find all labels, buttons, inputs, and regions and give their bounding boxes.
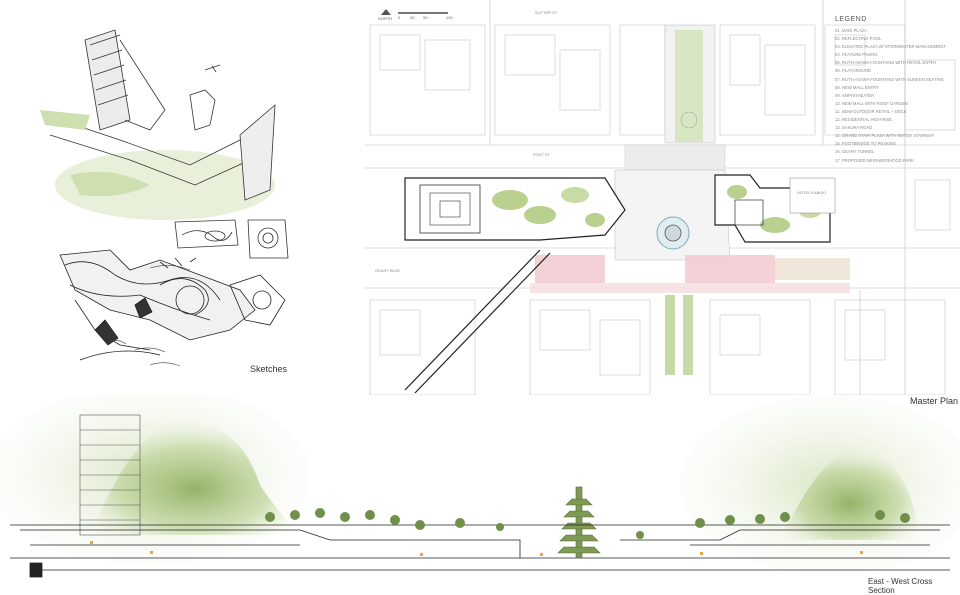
east-mountain [780,448,920,540]
legend-item: 08. NEW MALL ENTRY [835,84,879,90]
scale-bar-graphic [381,9,448,15]
legend-item: 05. RUTH ASAWA FOUNTAINS WITH RETAIL ENT… [835,60,937,66]
scale-tick-label: 100 [446,15,453,20]
legend-item: 06. PLAYGROUND [835,68,871,74]
north-label: NORTH [378,16,393,21]
south-tree-rows [665,295,693,375]
scale-bar: 0 25 50 100 NORTH [378,8,453,21]
geary-tunnel [404,249,551,394]
legend-item: 09. AMPHITHEATER [835,92,875,98]
hotel-label: HOTEL KABUKI [797,190,826,195]
street-label-post: POST ST [533,152,551,157]
legend-item: 12. RESIDENTIAL HIGH-RISE [835,117,893,123]
north-promenade [664,24,716,144]
legend-item: 16. GEARY TUNNEL [835,149,875,155]
legend-item: 17. PROPOSED NEIGHBORHOOD PARK [835,157,915,163]
post-st-crosswalk [624,144,726,171]
west-mall [404,177,626,241]
street-label-geary: GEARY BLVD [375,268,401,273]
hotel-block [789,177,836,214]
legend-item: 14. GRAND STAIR PLAZA WITH WATER STAIRWA… [835,133,935,139]
legend-item: 07. RUTH ASAWA FOUNTAINS WITH SUNKEN SEA… [835,76,944,82]
ground-section [10,524,950,578]
legend-item: 03. ELEVATED PLAZA W/ STORMWATER MANAGEM… [835,44,946,50]
section-trees [265,508,910,539]
section-caption: East - West Cross Section [868,577,933,595]
scale-tick-label: 25 [410,15,415,20]
west-tower [79,414,141,536]
legend-item: 01. MAIN PLAZA [835,28,867,33]
legend-item: 04. FEATURE PAVING [835,52,878,58]
sketches-caption: Sketches [250,364,288,374]
scale-tick-label: 0 [398,15,401,20]
cross-section-panel: East - West Cross Section [0,395,960,595]
peace-pagoda [557,486,601,558]
sketch-details [174,219,289,259]
legend-item: 11. SEMI-OUTDOOR RETAIL + DECK [835,108,907,114]
master-plan-panel: 0 25 50 100 NORTH SUTTER ST POST ST GEARY BL… [365,0,960,406]
legend-item: 02. REFLECTING POOL [835,36,882,42]
street-label-sutter: SUTTER ST [535,10,558,15]
sketches-drawing [40,29,289,367]
sketch-perspective [40,29,276,220]
sketch-section-study [59,249,286,361]
sketches-panel: Sketches [0,0,365,395]
master-plan-caption: Master Plan [910,396,959,406]
west-mountain [90,419,300,535]
legend-item: 10. NEW MALL WITH ROOF GARDEN [835,100,908,106]
city-blocks [369,24,956,395]
sakura-road [530,255,850,293]
legend-list: 01. MAIN PLAZA 02. REFLECTING POOL 03. E… [835,27,946,165]
legend-item: 13. SAKURA ROAD [835,125,873,131]
orange-accents [90,541,863,556]
legend-title: LEGEND [835,16,867,23]
sketch-annotations [109,265,191,367]
master-plan-drawing [365,0,960,395]
cross-section-drawing [0,395,960,578]
scale-tick-label: 50 [423,15,428,20]
legend-item: 15. FOOTBRIDGE TO PEAKING [835,141,897,147]
